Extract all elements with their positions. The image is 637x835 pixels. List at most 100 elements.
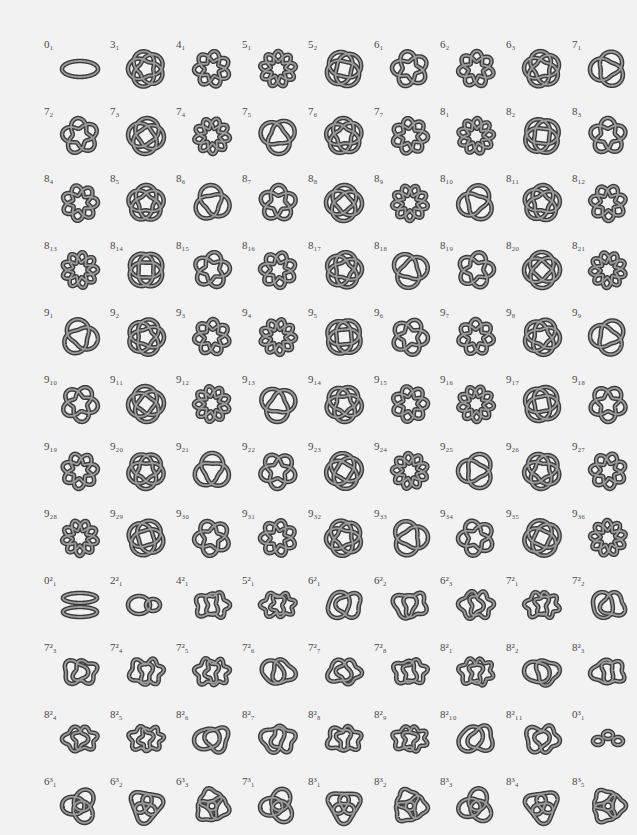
knot-tube-core <box>63 593 97 603</box>
knot-tube-core <box>396 802 416 822</box>
knot-drawing <box>590 520 625 555</box>
knot-drawing <box>525 320 560 355</box>
knot-tube-edge <box>73 660 98 683</box>
knot-drawing <box>65 660 97 684</box>
knot-label: 9₂₀ <box>109 440 124 453</box>
knot-tube-core <box>261 389 295 422</box>
knot-label: 0²₁ <box>43 574 58 587</box>
knot-tube-edge <box>591 388 626 422</box>
knot-tube-edge <box>196 185 230 218</box>
knot-label: 2²₁ <box>109 574 124 587</box>
knot-tube-core <box>128 185 163 220</box>
knot-drawing <box>327 52 361 86</box>
knot-drawing <box>194 658 230 685</box>
knot-drawing <box>327 726 361 750</box>
knot-label: 8²₆ <box>175 708 190 721</box>
knot-tube-core <box>524 454 559 489</box>
knot-drawing <box>458 185 491 219</box>
knot-drawing <box>458 788 491 821</box>
knot-label: 8₅ <box>109 172 120 185</box>
knot-label: 9₂₅ <box>439 440 454 453</box>
knot-tube-edge <box>524 454 559 489</box>
knot-tube-edge <box>261 389 295 422</box>
knot-tube-edge <box>394 320 428 355</box>
knot-tube-edge <box>458 319 493 354</box>
knot-tube-core <box>525 794 546 814</box>
knot-tube-core <box>142 794 163 815</box>
knot-tube-edge <box>63 186 98 221</box>
knot-tube-core <box>594 790 614 810</box>
knot-label: 8₆ <box>175 172 186 185</box>
knot-label: 8₁₁ <box>505 172 520 185</box>
knot-label: 6³₂ <box>109 775 124 788</box>
knot-tube-edge <box>128 185 163 220</box>
knot-drawing <box>196 185 230 218</box>
knot-tube-edge <box>590 253 625 288</box>
knot-tube-core <box>393 386 428 421</box>
knot-drawing <box>196 592 230 617</box>
knot-drawing <box>129 659 164 685</box>
knot-drawing <box>64 319 97 353</box>
knot-tube-core <box>602 661 625 683</box>
knot-tube-edge <box>72 727 97 750</box>
knot-drawing <box>524 520 559 555</box>
knot-label: 9₃₄ <box>439 507 454 520</box>
knot-label: 8³₂ <box>373 775 388 788</box>
knot-tube-edge <box>146 599 160 611</box>
knot-tube-edge <box>326 185 362 221</box>
knot-tube-core <box>63 607 97 617</box>
knot-tube-edge <box>129 521 164 556</box>
knot-label: 7²₃ <box>43 641 58 654</box>
knot-tube-core <box>458 799 480 817</box>
knot-drawing <box>63 593 97 617</box>
knot-tube-edge <box>128 118 164 154</box>
knot-tube-core <box>327 660 351 682</box>
knot-label: 8₁ <box>439 105 450 118</box>
knot-drawing <box>194 119 229 154</box>
knot-drawing <box>327 252 362 287</box>
knot-drawing <box>328 794 361 824</box>
knot-tube-core <box>194 319 229 354</box>
knot-label: 8²₄ <box>43 708 58 721</box>
knot-tube-edge <box>128 386 164 422</box>
knot-tube-core <box>62 521 98 556</box>
knot-drawing <box>326 118 361 153</box>
knot-tube-edge <box>536 660 560 685</box>
knot-tube-core <box>526 727 549 752</box>
knot-tube-core <box>467 725 492 750</box>
knot-tube-edge <box>194 119 229 154</box>
knot-drawing <box>328 592 360 618</box>
knot-tube-edge <box>195 252 229 287</box>
knot-tube-edge <box>63 252 98 288</box>
knot-tube-edge <box>525 387 559 421</box>
knot-label: 0³₁ <box>571 708 586 721</box>
knot-drawing <box>591 388 626 422</box>
knot-label: 6²₃ <box>439 574 454 587</box>
knot-tube-edge <box>62 61 98 77</box>
knot-tube-core <box>406 796 428 818</box>
knot-tube-core <box>261 319 296 354</box>
knot-tube-edge <box>393 118 428 153</box>
knot-drawing <box>326 521 361 556</box>
knot-drawing <box>393 118 428 153</box>
knot-tube-core <box>392 51 426 86</box>
knot-drawing <box>327 660 362 685</box>
knot-tube-core <box>525 119 558 152</box>
knot-tube-core <box>403 727 428 752</box>
knot-label: 5²₁ <box>241 574 256 587</box>
knot-tube-core <box>392 453 427 488</box>
knot-tube-edge <box>206 592 230 617</box>
knot-tube-edge <box>458 185 491 219</box>
knot-label: 9₁₆ <box>439 373 454 386</box>
knot-tube-core <box>129 319 164 354</box>
knot-tube-edge <box>64 319 97 353</box>
knot-tube-core <box>131 792 152 813</box>
knot-label: 6²₂ <box>373 574 388 587</box>
knot-tube-core <box>590 52 623 86</box>
knot-label: 9₂₇ <box>571 440 586 453</box>
knot-tube-core <box>536 660 560 685</box>
knot-tube-core <box>469 659 493 686</box>
knot-tube-core <box>260 253 295 288</box>
knot-tube-core <box>458 185 491 219</box>
knot-tube-edge <box>326 118 361 153</box>
